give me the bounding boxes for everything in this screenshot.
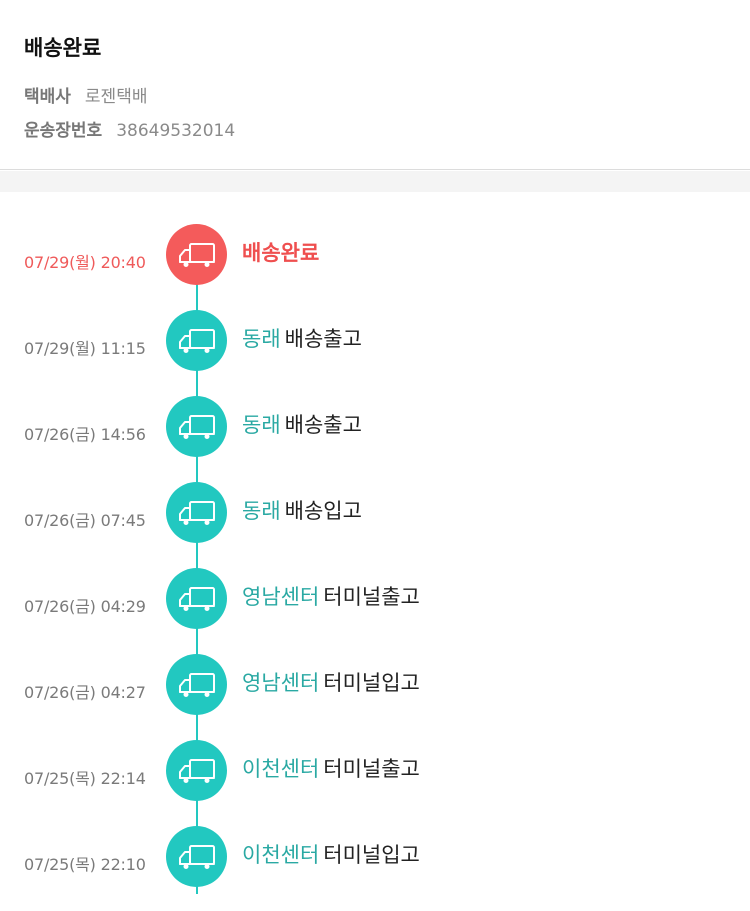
event-description: 배송완료: [242, 237, 319, 267]
truck-icon: [166, 224, 227, 285]
truck-icon: [166, 482, 227, 543]
event-location: 이천센터: [242, 757, 320, 781]
event-time: 07/25(목) 22:14: [24, 769, 146, 788]
event-status: 터미널입고: [323, 843, 420, 867]
event-status: 배송출고: [284, 327, 362, 351]
truck-icon: [166, 826, 227, 887]
event-status: 터미널출고: [323, 585, 420, 609]
event-time: 07/26(금) 07:45: [24, 511, 146, 530]
event-status: 터미널입고: [323, 671, 420, 695]
tracking-number-label: 운송장번호: [24, 121, 103, 141]
courier-row: 택배사 로젠택배: [24, 82, 147, 107]
event-status: 배송입고: [284, 499, 362, 523]
event-time: 07/26(금) 14:56: [24, 425, 146, 444]
courier-label: 택배사: [24, 87, 71, 107]
truck-icon: [166, 568, 227, 629]
tracking-number-row: 운송장번호 38649532014: [24, 116, 235, 141]
courier-value: 로젠택배: [84, 87, 148, 107]
event-location: 동래: [242, 499, 281, 523]
event-time: 07/26(금) 04:27: [24, 683, 146, 702]
truck-icon: [166, 310, 227, 371]
event-time: 07/26(금) 04:29: [24, 597, 146, 616]
event-time: 07/29(월) 20:40: [24, 253, 146, 272]
event-status: 배송출고: [284, 413, 362, 437]
truck-icon: [166, 396, 227, 457]
truck-icon: [166, 654, 227, 715]
event-time: 07/29(월) 11:15: [24, 339, 146, 358]
delivery-summary: 배송완료 택배사 로젠택배 운송장번호 38649532014: [0, 0, 750, 170]
event-location: 영남센터: [242, 671, 320, 695]
event-time: 07/25(목) 22:10: [24, 855, 146, 874]
event-location: 이천센터: [242, 843, 320, 867]
section-divider: [0, 171, 750, 192]
event-location: 영남센터: [242, 585, 320, 609]
event-location: 동래: [242, 327, 281, 351]
event-status: 배송완료: [242, 241, 320, 265]
event-status: 터미널출고: [323, 757, 420, 781]
delivery-status-title: 배송완료: [24, 36, 102, 60]
event-location: 동래: [242, 413, 281, 437]
truck-icon: [166, 740, 227, 801]
timeline-event: 07/29(월) 20:40 배송완료: [0, 223, 750, 309]
tracking-number-value[interactable]: 38649532014: [116, 121, 236, 141]
